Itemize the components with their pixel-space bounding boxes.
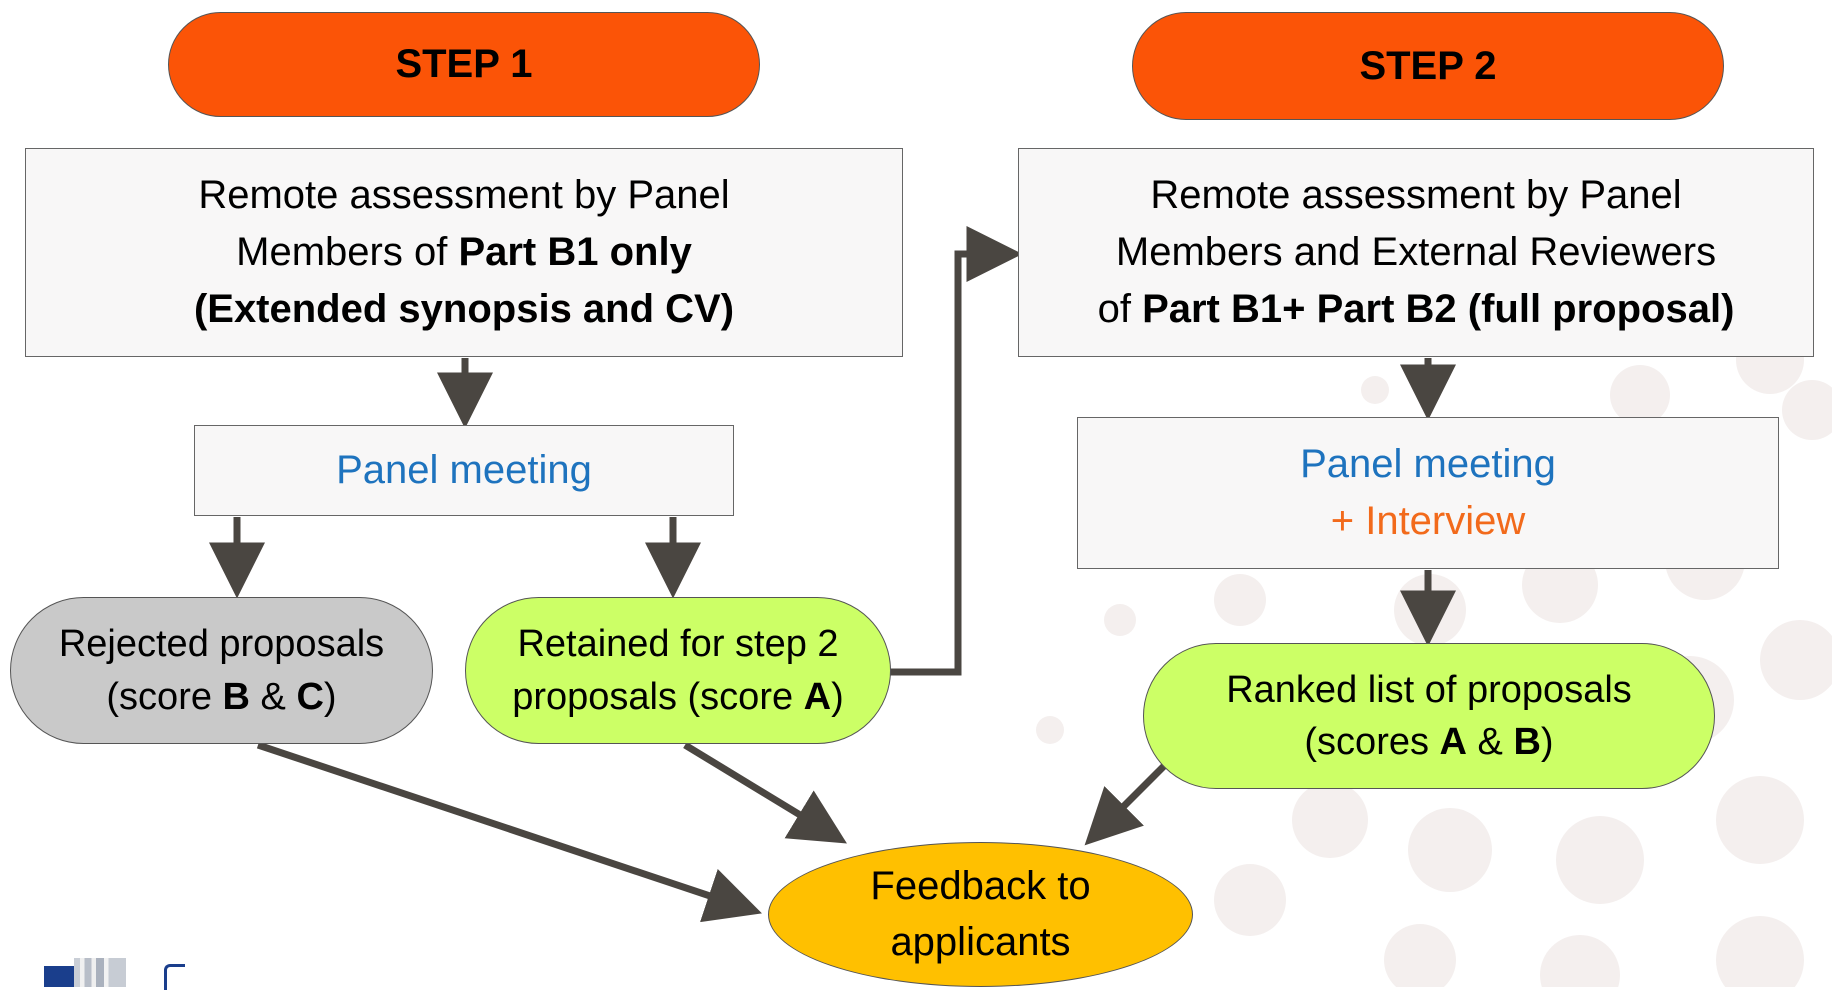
ranked-score-b: B (1513, 721, 1541, 763)
ranked-score-amp: & (1467, 721, 1514, 763)
retained-proposals-node: Retained for step 2 proposals (score A) (465, 597, 891, 744)
retained-score-a: A (803, 675, 832, 718)
rejected-score-amp: & (250, 675, 297, 718)
ranked-score-suffix: ) (1540, 721, 1554, 763)
box1-extended-synopsis: (Extended synopsis and CV) (193, 286, 735, 331)
rejected-line1: Rejected proposals (58, 623, 385, 666)
step-2-panel-meeting-box: Panel meeting + Interview (1077, 417, 1779, 569)
box1-part-b1-only: Part B1 only (458, 230, 692, 275)
step-1-header: STEP 1 (168, 12, 760, 117)
connectors (209, 226, 1456, 923)
box2-line2: Members and External Reviewers (1115, 230, 1717, 275)
european-commission-logo (44, 958, 185, 990)
step-2-header: STEP 2 (1132, 12, 1724, 120)
panel1-label: Panel meeting (336, 448, 592, 493)
ranked-line1: Ranked list of proposals (1226, 668, 1632, 711)
panel2-interview: + Interview (1330, 499, 1526, 543)
feedback-to-applicants-node: Feedback to applicants (768, 842, 1193, 987)
berlaymont-building-icon (74, 958, 126, 987)
retained-line2: proposals (score A) (512, 671, 844, 723)
arrow-retained-to-box2 (890, 226, 1023, 676)
box1-line1: Remote assessment by Panel (198, 173, 730, 218)
retained-line1: Retained for step 2 (517, 623, 839, 666)
feedback-line1: Feedback to (870, 864, 1091, 909)
rejected-score-suffix: ) (323, 675, 337, 718)
feedback-line2: applicants (890, 919, 1071, 964)
arrow-rejected-to-feedback (256, 741, 762, 923)
box1-line3: (Extended synopsis and CV) (194, 281, 734, 338)
step-1-remote-assessment-box: Remote assessment by Panel Members of Pa… (25, 148, 903, 357)
rejected-score-b: B (222, 675, 250, 718)
panel2-label: Panel meeting (1300, 442, 1556, 487)
rejected-score-prefix: (score (106, 675, 223, 718)
box2-line3: of Part B1+ Part B2 (full proposal) (1098, 281, 1735, 338)
step-1-panel-meeting-box: Panel meeting (194, 425, 734, 516)
step-2-label: STEP 2 (1359, 43, 1497, 88)
ranked-score-a: A (1439, 721, 1467, 763)
rejected-score-c: C (296, 675, 324, 718)
eu-flag-icon (44, 966, 74, 987)
ranked-list-node: Ranked list of proposals (scores A & B) (1143, 643, 1715, 789)
rejected-proposals-node: Rejected proposals (score B & C) (10, 597, 433, 744)
retained-score-prefix: proposals (score (512, 675, 804, 718)
box1-line2-text: Members of (236, 230, 459, 275)
step-1-label: STEP 1 (395, 42, 533, 86)
box2-line1: Remote assessment by Panel (1150, 173, 1682, 218)
box2-line3-prefix: of (1097, 286, 1143, 331)
step-2-remote-assessment-box: Remote assessment by Panel Members and E… (1018, 148, 1814, 357)
ranked-line2: (scores A & B) (1304, 716, 1553, 768)
arrow-ranked-to-feedback (1084, 762, 1168, 846)
box1-line2: Members of Part B1 only (236, 224, 692, 281)
rejected-line2: (score B & C) (106, 671, 336, 723)
arrow-retained-to-feedback (683, 742, 847, 844)
retained-score-suffix: ) (831, 675, 844, 718)
logo-wordmark-icon (164, 964, 185, 990)
ranked-score-prefix: (scores (1304, 721, 1440, 763)
box2-full-proposal: Part B1+ Part B2 (full proposal) (1142, 286, 1735, 331)
